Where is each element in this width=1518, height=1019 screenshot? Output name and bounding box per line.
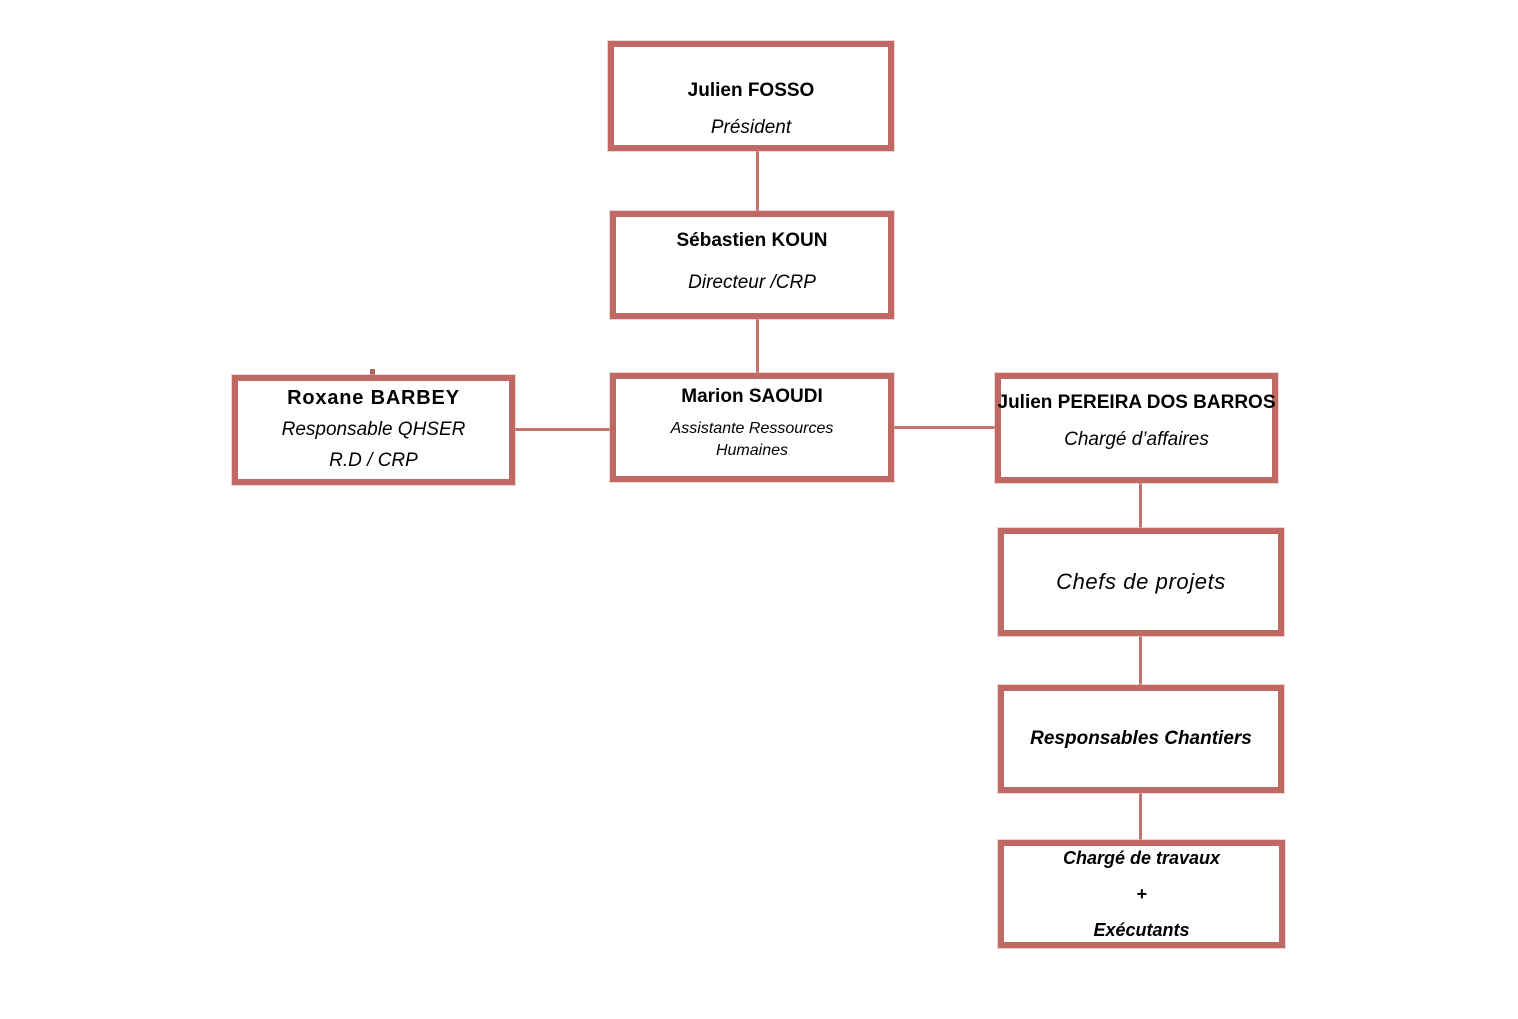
org-node-qhser: Roxane BARBEY Responsable QHSER R.D / CR… xyxy=(232,375,515,485)
person-title-president: Président xyxy=(710,117,792,138)
person-name-director: Sébastien KOUN xyxy=(676,230,828,251)
person-name-president: Julien FOSSO xyxy=(687,80,815,101)
org-node-hr: Marion SAOUDI Assistante Ressources Huma… xyxy=(610,373,894,482)
person-name-qhser: Roxane BARBEY xyxy=(287,387,460,409)
connector-affaires-chefs xyxy=(1139,482,1142,529)
group-label-travaux-line3: Exécutants xyxy=(1093,920,1190,940)
person-title-hr: Assistante Ressources Humaines xyxy=(671,418,834,462)
org-node-president: Julien FOSSO Président xyxy=(608,41,894,151)
org-node-travaux: Chargé de travaux + Exécutants xyxy=(998,840,1285,948)
person-title-hr-line1: Assistante Ressources xyxy=(670,420,834,437)
person-name-affaires: Julien PEREIRA DOS BARROS xyxy=(997,392,1276,413)
group-label-travaux-line1: Chargé de travaux xyxy=(1062,848,1221,868)
org-node-responsables-chantiers: Responsables Chantiers xyxy=(998,685,1284,793)
person-title-affaires: Chargé d’affaires xyxy=(1064,429,1209,450)
connector-qhser-hr xyxy=(514,428,611,431)
group-label-responsables-chantiers: Responsables Chantiers xyxy=(1030,728,1252,749)
connector-hr-affaires xyxy=(893,426,996,429)
org-node-chefs-projets: Chefs de projets xyxy=(998,528,1284,636)
group-label-chefs-projets: Chefs de projets xyxy=(1056,569,1226,594)
connector-chantiers-travaux xyxy=(1139,792,1142,841)
connector-director-hr xyxy=(756,318,759,374)
org-node-director: Sébastien KOUN Directeur /CRP xyxy=(610,211,894,319)
person-title-hr-line2: Humaines xyxy=(715,442,788,459)
plus-sign: + xyxy=(1136,884,1147,904)
person-title2-qhser: R.D / CRP xyxy=(329,450,418,471)
org-node-affaires: Julien PEREIRA DOS BARROS Chargé d’affai… xyxy=(995,373,1278,483)
person-name-hr: Marion SAOUDI xyxy=(681,386,823,407)
person-title-director: Directeur /CRP xyxy=(688,272,816,293)
connector-chefs-chantiers xyxy=(1139,635,1142,686)
connector-president-director xyxy=(756,150,759,212)
person-title-qhser: Responsable QHSER xyxy=(281,419,466,440)
connector-stub-artifact xyxy=(370,369,375,376)
